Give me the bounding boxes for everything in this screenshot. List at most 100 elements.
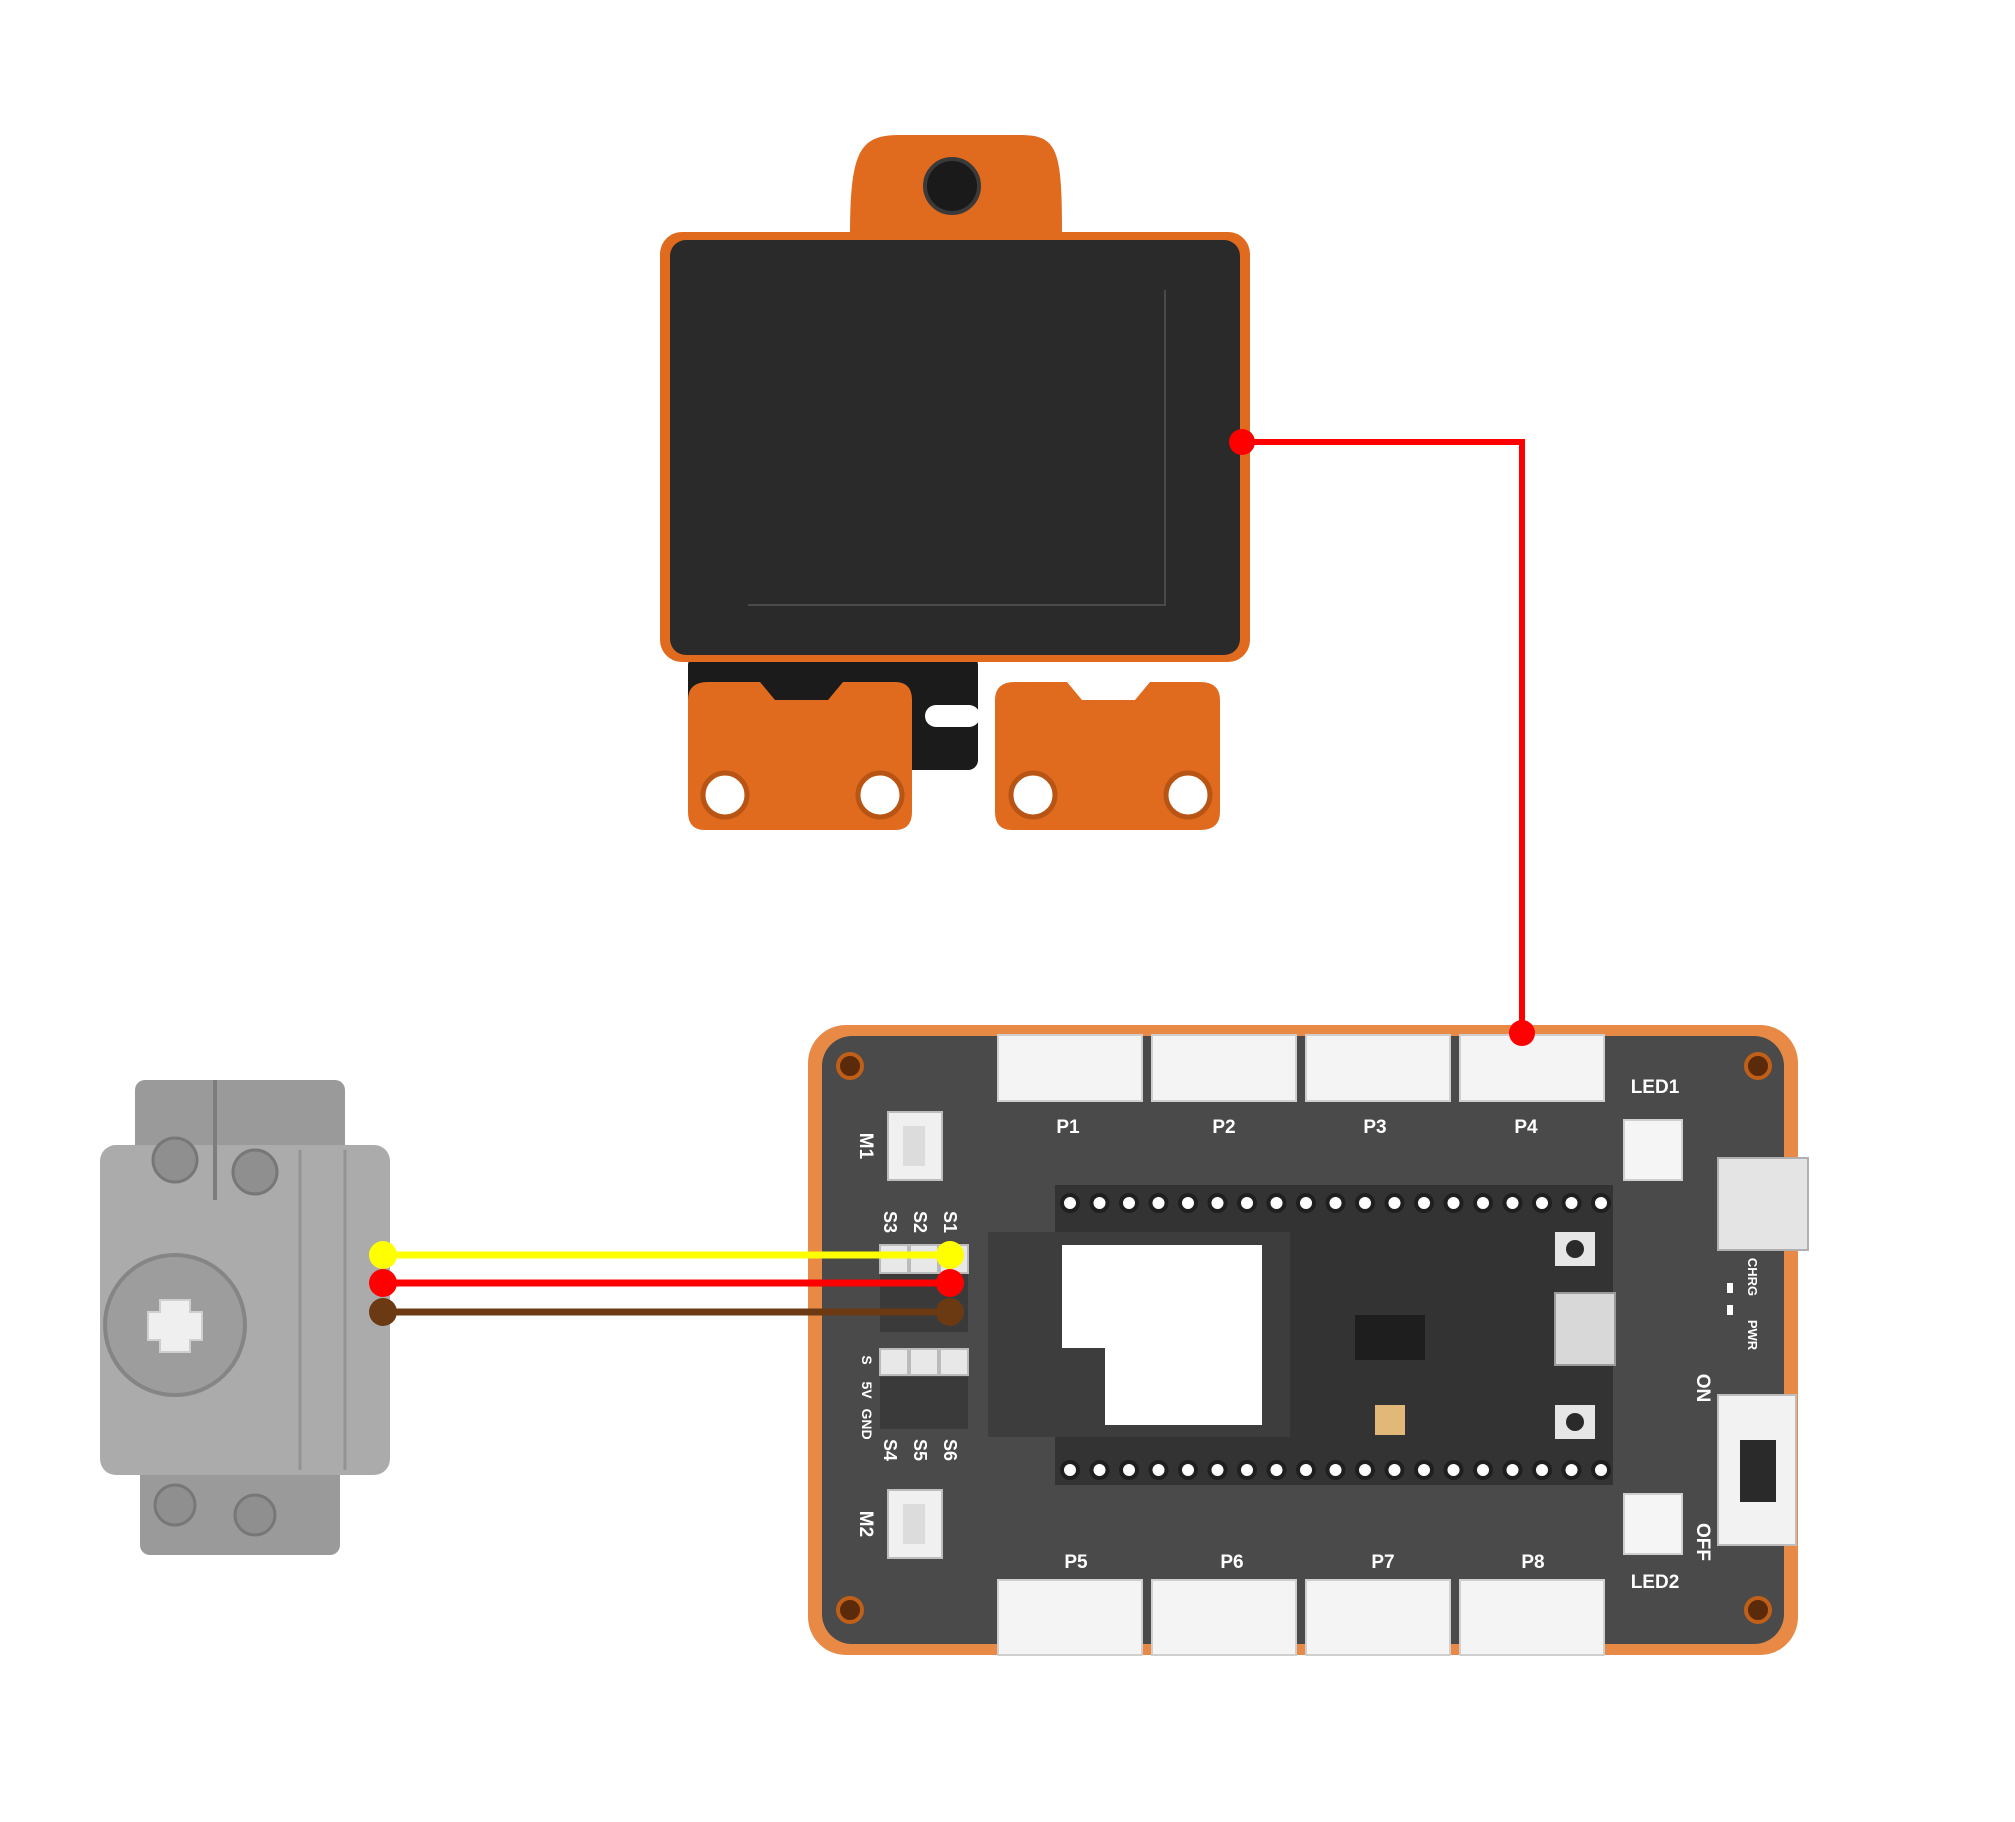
connector-socket [903, 1126, 925, 1166]
pin-label-s: S [859, 1355, 875, 1364]
switch-knob[interactable] [1740, 1440, 1776, 1502]
header-pin [1414, 1460, 1434, 1480]
header-pin [1266, 1460, 1287, 1480]
port-connector-p7[interactable] [1305, 1579, 1451, 1656]
header-pin [1473, 1193, 1493, 1213]
switch-off-label: OFF [1692, 1523, 1713, 1561]
port-connector-p1[interactable] [997, 1034, 1143, 1102]
crystal [1375, 1405, 1405, 1435]
header-pin [1561, 1460, 1582, 1480]
header-pin [1532, 1460, 1552, 1480]
header-pin [1591, 1460, 1611, 1480]
board-screw [836, 1596, 864, 1624]
indicator-label-chrg: CHRG [1745, 1258, 1760, 1296]
servo-motor [100, 1080, 390, 1555]
led2 [1623, 1493, 1683, 1555]
header-pin [1561, 1193, 1582, 1213]
port-label-p5: P5 [1064, 1552, 1088, 1573]
mcu-shield [1062, 1245, 1262, 1425]
port-label-p7: P7 [1371, 1552, 1394, 1573]
switch-on-label: ON [1692, 1374, 1713, 1403]
camera-lens [923, 157, 981, 215]
motor-connector-m1[interactable] [887, 1111, 943, 1181]
header-pin [1443, 1193, 1464, 1213]
header-pin [1355, 1193, 1375, 1213]
wire-endpoint [936, 1269, 964, 1297]
wire-endpoint [1229, 429, 1255, 455]
screen-glare-edge [748, 290, 1166, 606]
header-pin [1325, 1193, 1346, 1213]
header-pin [1502, 1193, 1523, 1213]
port-connector-p4[interactable] [1459, 1034, 1605, 1102]
indicator-label-pwr: PWR [1745, 1320, 1760, 1351]
led1 [1623, 1119, 1683, 1181]
wire-endpoint [369, 1241, 397, 1269]
servo-axle-icon[interactable] [147, 1299, 203, 1353]
servo-stud [231, 1148, 279, 1196]
port-connector-p6[interactable] [1151, 1579, 1297, 1656]
port-label-p3: P3 [1363, 1117, 1386, 1138]
port-label-p4: P4 [1514, 1117, 1538, 1138]
wire-endpoint [369, 1298, 397, 1326]
header-pin [1089, 1460, 1110, 1480]
header-pin [1355, 1460, 1375, 1480]
servo-port-s6[interactable] [939, 1348, 969, 1376]
pin-header-top [1060, 1193, 1611, 1213]
indicator-led-chrg [1727, 1283, 1733, 1293]
port-label-p8: P8 [1521, 1552, 1544, 1573]
camera-screen [670, 240, 1240, 655]
header-pin [1266, 1193, 1287, 1213]
pin-header-bottom [1060, 1460, 1611, 1480]
camera-module [660, 135, 1250, 830]
port-connector-p5[interactable] [997, 1579, 1143, 1656]
port-connector-p8[interactable] [1459, 1579, 1605, 1656]
servo-label-s2: S2 [910, 1211, 930, 1233]
top-ports: P1 P2 P3 P4 [997, 1034, 1605, 1138]
servo-port-s2[interactable] [909, 1244, 939, 1274]
servo-label-s4: S4 [880, 1439, 900, 1461]
header-pin [1591, 1193, 1611, 1213]
header-pin [1473, 1460, 1493, 1480]
mount-hole [1163, 770, 1213, 820]
usb-port[interactable] [1554, 1292, 1616, 1366]
connector-socket [903, 1504, 925, 1544]
motor-label-m2: M2 [855, 1511, 876, 1537]
servo-stud [153, 1483, 197, 1527]
header-pin [1148, 1460, 1169, 1480]
servo-pins-bottom [880, 1377, 968, 1429]
center-slot [925, 705, 980, 727]
servo-stud [233, 1493, 277, 1537]
header-pin [1443, 1460, 1464, 1480]
header-pin [1060, 1193, 1080, 1213]
servo-label-s6: S6 [940, 1439, 960, 1461]
header-pin [1384, 1460, 1405, 1480]
port-connector-p3[interactable] [1305, 1034, 1451, 1102]
servo-port-s5[interactable] [909, 1348, 939, 1376]
pin-label-gnd: GND [859, 1408, 875, 1439]
servo-port-s4[interactable] [879, 1348, 909, 1376]
port-connector-p2[interactable] [1151, 1034, 1297, 1102]
mount-hole [700, 770, 750, 820]
camera-to-p4-wire [1242, 439, 1525, 1033]
header-pin [1325, 1460, 1346, 1480]
servo-stud [151, 1136, 199, 1184]
servo-port-s3[interactable] [879, 1244, 909, 1274]
button-cap [1566, 1413, 1584, 1431]
wires [369, 429, 1535, 1326]
header-pin [1502, 1460, 1523, 1480]
header-pin [1532, 1193, 1552, 1213]
bottom-ports: P5 P6 P7 P8 [997, 1552, 1605, 1656]
motor-connectors: M1 M2 [855, 1111, 943, 1559]
servo-label-s3: S3 [880, 1211, 900, 1233]
header-pin [1414, 1193, 1434, 1213]
port-label-p1: P1 [1056, 1117, 1080, 1138]
motor-label-m1: M1 [855, 1133, 876, 1160]
board-screw [1744, 1052, 1772, 1080]
mcu-module [988, 1185, 1616, 1485]
wire-endpoint [936, 1241, 964, 1269]
charge-port[interactable] [1717, 1157, 1809, 1251]
header-pin [1237, 1460, 1257, 1480]
port-label-p2: P2 [1212, 1117, 1235, 1138]
led1-label: LED1 [1631, 1077, 1680, 1098]
